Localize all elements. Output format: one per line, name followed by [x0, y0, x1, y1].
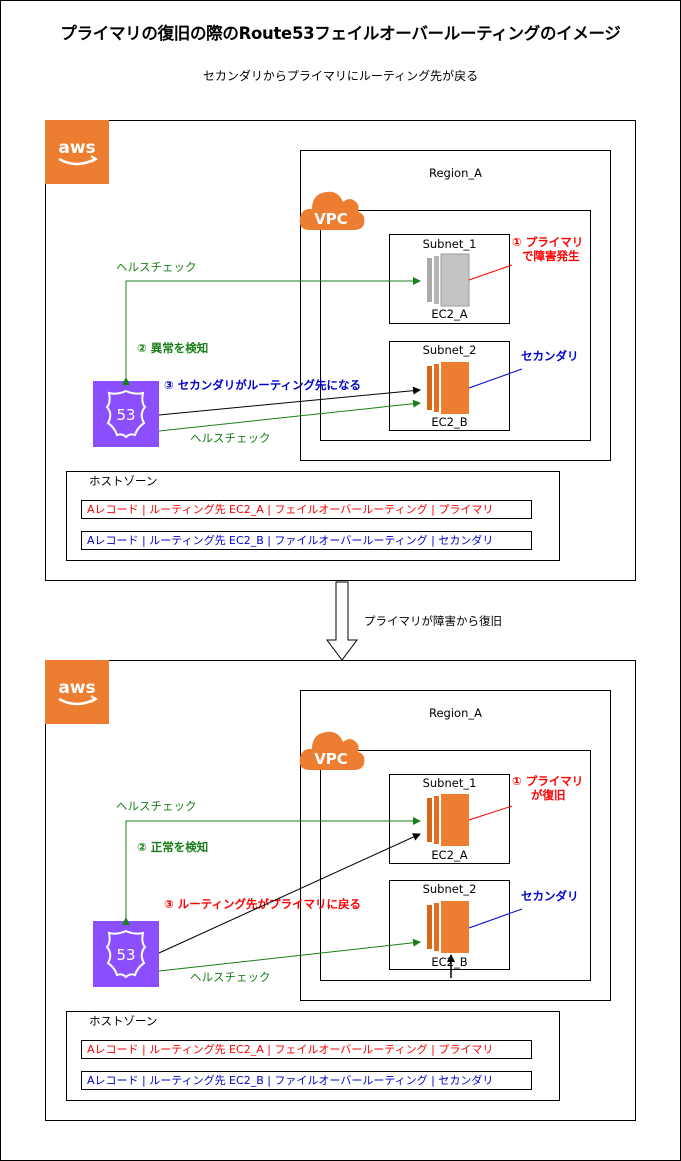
svg-text:aws: aws — [58, 138, 95, 158]
diagram-subtitle: セカンダリからプライマリにルーティング先が戻る — [202, 69, 479, 83]
ec2-b-label-bottom: EC2_B — [431, 955, 468, 969]
vpc-cloud-icon: VPC — [298, 724, 366, 774]
detect-label-bottom: ② 正常を検知 — [137, 840, 209, 854]
routing-label-bottom: ③ ルーティング先がプライマリに戻る — [164, 897, 362, 911]
record-a-top: Aレコード | ルーティング先 EC2_A | フェイルオーバールーティング |… — [81, 500, 532, 519]
ec2-a-instance-icon — [423, 794, 469, 846]
secondary-note-bottom: セカンダリ — [521, 889, 579, 903]
primary-note-line2-top: で障害発生 — [522, 249, 580, 263]
svg-text:aws: aws — [58, 678, 95, 698]
subnet2-label-bottom: Subnet_2 — [422, 882, 477, 896]
routing-label-top: ③ セカンダリがルーティング先になる — [164, 378, 362, 392]
ec2-a-label-top: EC2_A — [431, 307, 468, 321]
record-b-bottom: Aレコード | ルーティング先 EC2_B | ファイルオーバールーティング |… — [81, 1071, 532, 1090]
hosted-zone-label-bottom: ホストゾーン — [89, 1014, 158, 1028]
record-b-top: Aレコード | ルーティング先 EC2_B | ファイルオーバールーティング |… — [81, 531, 532, 550]
region-label-bottom: Region_A — [429, 706, 482, 720]
primary-note-line2-bottom: が復旧 — [531, 788, 566, 802]
ec2-b-label-top: EC2_B — [431, 415, 468, 429]
health-check-label-2-bottom: ヘルスチェック — [190, 970, 271, 984]
transition-arrow — [326, 581, 358, 662]
svg-text:VPC: VPC — [314, 750, 348, 768]
ec2-a-label-bottom: EC2_A — [431, 848, 468, 862]
ec2-b-instance-icon — [423, 362, 469, 414]
transition-label: プライマリが障害から復旧 — [364, 614, 502, 628]
ec2-b-instance-icon — [423, 901, 469, 953]
aws-logo-icon: aws — [45, 660, 109, 724]
health-check-label-1-top: ヘルスチェック — [116, 260, 197, 274]
record-a-bottom: Aレコード | ルーティング先 EC2_A | フェイルオーバールーティング |… — [81, 1040, 532, 1059]
route53-icon-bottom: 53 — [93, 921, 159, 987]
subnet1-label-bottom: Subnet_1 — [422, 776, 477, 790]
vpc-cloud-icon: VPC — [298, 184, 366, 234]
subnet2-label-top: Subnet_2 — [422, 343, 477, 357]
primary-note-line1-top: ① プライマリ — [512, 235, 584, 249]
route53-icon-top: 53 — [93, 381, 159, 447]
secondary-note-top: セカンダリ — [521, 349, 579, 363]
svg-text:53: 53 — [116, 946, 135, 964]
health-check-label-2-top: ヘルスチェック — [190, 431, 271, 445]
svg-text:53: 53 — [116, 406, 135, 424]
diagram-title: プライマリの復旧の際のRoute53フェイルオーバールーティングのイメージ — [60, 24, 621, 43]
hosted-zone-label-top: ホストゾーン — [89, 474, 158, 488]
health-check-label-1-bottom: ヘルスチェック — [116, 799, 197, 813]
primary-note-line1-bottom: ① プライマリ — [512, 774, 584, 788]
aws-logo-icon: aws — [45, 120, 109, 184]
svg-text:VPC: VPC — [314, 210, 348, 228]
ec2-a-instance-icon — [423, 253, 470, 307]
subnet1-label-top: Subnet_1 — [422, 237, 477, 251]
region-label-top: Region_A — [429, 166, 482, 180]
detect-label-top: ② 異常を検知 — [137, 341, 209, 355]
